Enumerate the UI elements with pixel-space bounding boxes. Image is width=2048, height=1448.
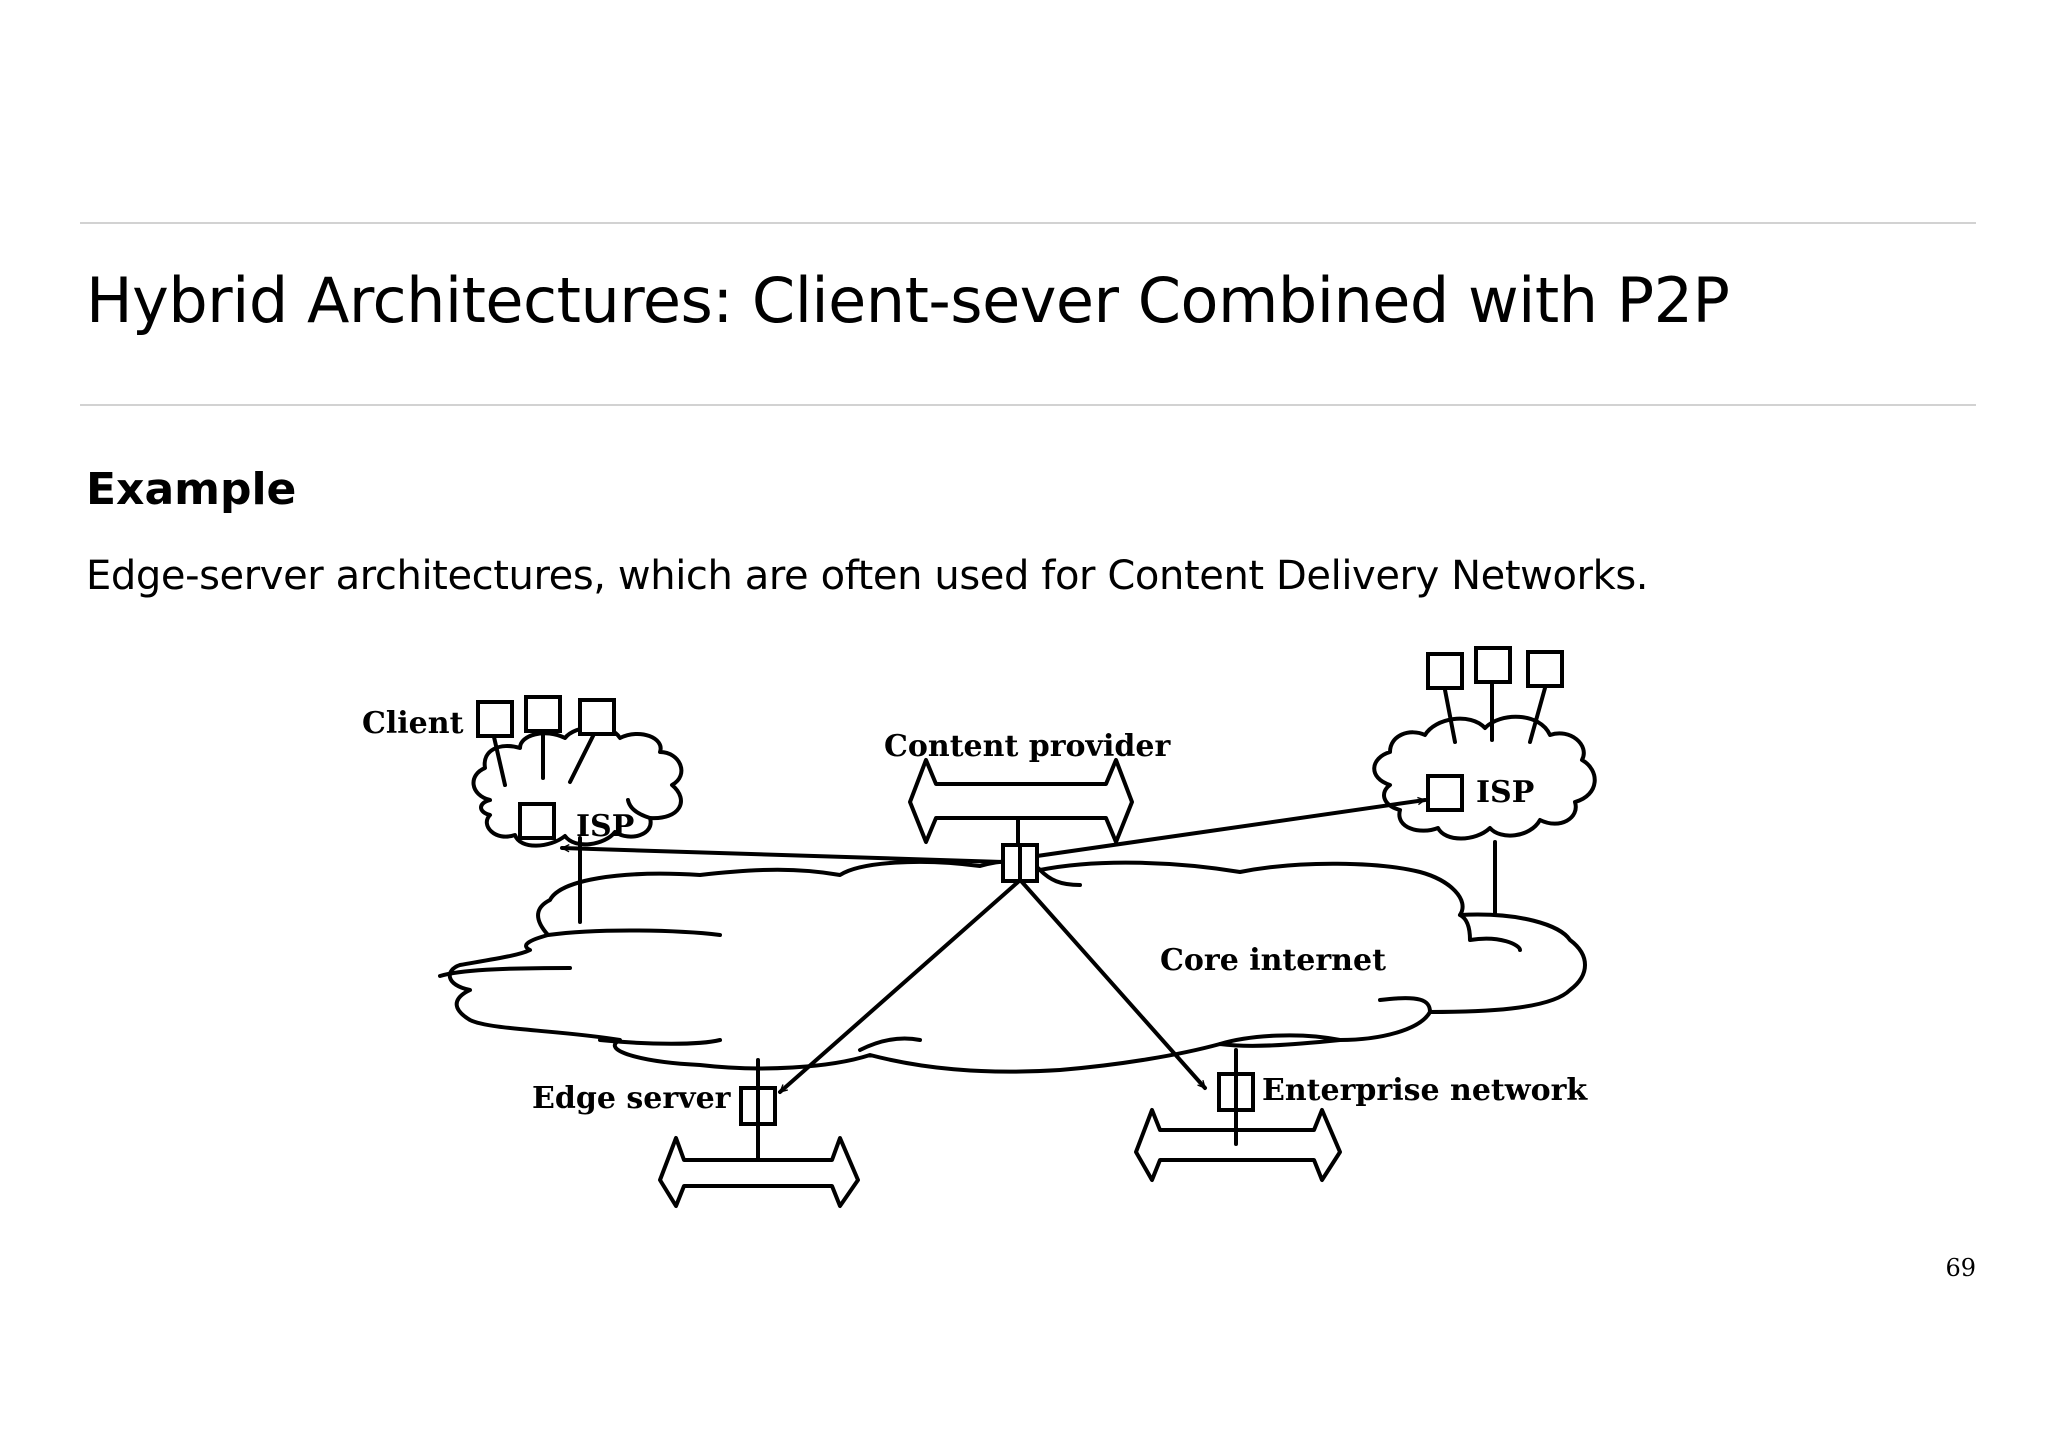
core-internet-cloud [438,859,1587,1074]
enterprise-network-lan [1134,1048,1342,1182]
isp-right-label: ISP [1476,775,1534,810]
client-nodes-right [1426,646,1564,744]
top-divider [80,222,1976,224]
arrow-to-edge-server [778,880,1020,1094]
isp-node-left [518,802,556,840]
arrow-to-isp-right [1035,800,1427,858]
core-internet-label: Core internet [1160,943,1386,978]
title-divider [80,404,1976,406]
client-node-3 [578,698,616,736]
client-node-2 [524,695,562,733]
body-text: Edge-server architectures, which are oft… [86,553,1649,599]
isp-node-right [1426,774,1464,812]
content-provider-label: Content provider [884,729,1171,764]
isp-cloud-left [471,725,684,848]
client-node-1 [476,700,514,738]
isp-left-label: ISP [576,809,634,844]
enterprise-network-label: Enterprise network [1262,1073,1588,1108]
isp-cloud-right [1372,714,1597,841]
client-nodes-left [476,695,616,787]
client-label: Client [362,706,464,741]
section-heading: Example [86,464,297,515]
page-number: 69 [1945,1254,1976,1282]
arrow-to-isp-left [560,848,1005,864]
edge-server-lan [658,1058,860,1208]
client-node-5 [1474,646,1512,684]
edge-server-label: Edge server [532,1081,732,1116]
arrow-to-enterprise [1020,880,1207,1090]
client-node-4 [1426,652,1464,690]
client-node-6 [1526,650,1564,688]
slide-title: Hybrid Architectures: Client-sever Combi… [86,264,1730,337]
